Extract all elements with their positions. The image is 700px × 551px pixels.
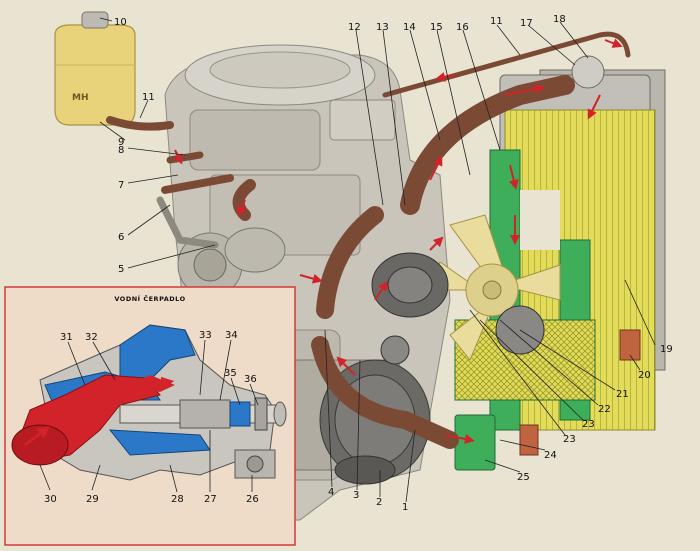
label-19: 19 xyxy=(660,344,673,355)
water-pump-inset: VODNÍ ČERPADLO xyxy=(4,286,296,546)
label-16: 16 xyxy=(456,22,469,33)
cooling-fan xyxy=(424,214,561,361)
label-24: 23 xyxy=(563,434,576,445)
label-6: 6 xyxy=(118,232,124,243)
label-25: 24 xyxy=(544,450,557,461)
label-34: 34 xyxy=(225,330,238,341)
small-pipe-a xyxy=(161,174,234,194)
label-11-tank: 11 xyxy=(142,92,155,103)
label-28: 27 xyxy=(204,494,217,505)
label-11-line: 11 xyxy=(490,16,503,27)
callout-labels: 1 2 3 4 5 6 7 8 9 10 11 11 12 13 14 15 1… xyxy=(44,14,673,513)
hoses xyxy=(106,31,631,449)
label-12: 12 xyxy=(348,22,361,33)
label-2: 2 xyxy=(376,497,382,508)
label-4: 4 xyxy=(328,487,334,498)
label-36: 36 xyxy=(244,374,257,385)
label-20: 20 xyxy=(638,370,651,381)
label-23-engine: 23 xyxy=(582,419,595,430)
expansion-hose xyxy=(106,116,174,131)
lower-radiator-hose xyxy=(311,336,459,449)
small-pipe-b xyxy=(166,151,204,164)
label-33: 33 xyxy=(199,330,212,341)
label-30: 30 xyxy=(44,494,57,505)
label-8: 8 xyxy=(118,145,124,156)
leader-lines xyxy=(39,17,656,503)
label-22: 22 xyxy=(598,404,611,415)
inset-title: VODNÍ ČERPADLO xyxy=(114,294,185,303)
label-3: 3 xyxy=(353,490,359,501)
label-13: 13 xyxy=(376,22,389,33)
label-1: 1 xyxy=(402,502,408,513)
tank-logo: MH xyxy=(72,93,89,103)
radiator xyxy=(454,55,666,471)
water-pump xyxy=(371,252,545,355)
label-15: 15 xyxy=(430,22,443,33)
label-7: 7 xyxy=(118,180,124,191)
label-21: 21 xyxy=(616,389,629,400)
label-18: 18 xyxy=(553,14,566,25)
label-35: 35 xyxy=(224,368,237,379)
expansion-tank: MH xyxy=(54,11,136,126)
pump-inlet xyxy=(11,424,69,466)
label-31: 31 xyxy=(60,332,73,343)
label-10: 10 xyxy=(114,17,127,28)
flow-arrows xyxy=(173,38,623,444)
label-32: 32 xyxy=(85,332,98,343)
label-29: 28 xyxy=(171,494,184,505)
label-23-inset: 29 xyxy=(86,494,99,505)
label-14: 14 xyxy=(403,22,416,33)
tank-cap xyxy=(81,11,109,29)
label-9: 9 xyxy=(118,137,124,148)
label-17: 17 xyxy=(520,18,533,29)
radiator-cap xyxy=(571,55,605,89)
upper-radiator-hose xyxy=(400,75,575,215)
label-27: 26 xyxy=(246,494,259,505)
bypass-hose xyxy=(316,206,384,319)
overflow-line xyxy=(382,31,631,98)
label-5: 5 xyxy=(118,264,124,275)
label-26: 25 xyxy=(517,472,530,483)
